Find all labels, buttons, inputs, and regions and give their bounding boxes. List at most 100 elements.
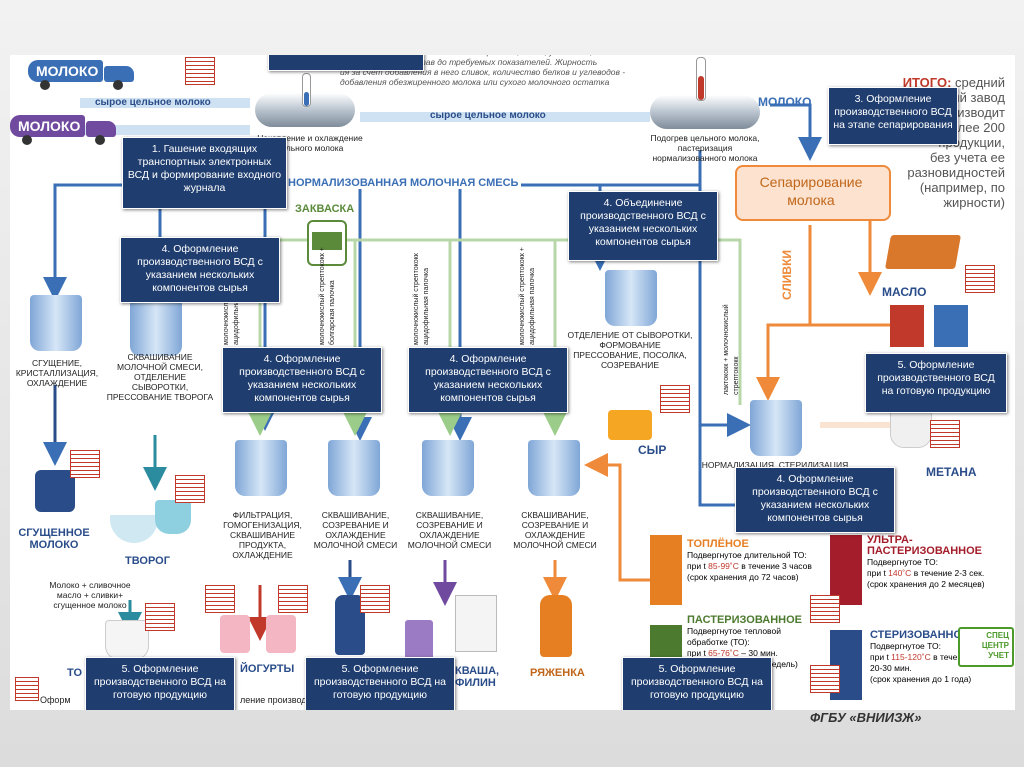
document-icon [145, 603, 175, 631]
stage-yogurt: ФИЛЬТРАЦИЯ, ГОМОГЕНИЗАЦИЯ, СКВАШИВАНИЕ П… [223, 510, 302, 560]
milk-truck-2: МОЛОКО [10, 115, 120, 145]
tank-ryazhenka [528, 440, 580, 496]
stage-ryazhenka: СКВАШИВАНИЕ, СОЗРЕВАНИЕ И ОХЛАЖДЕНИЕ МОЛ… [513, 510, 597, 550]
type-steril-title: СТЕРИЗОВАННОЕ [870, 629, 970, 641]
summary-text-2: без учета ее разновидностей (например, п… [907, 150, 1005, 210]
spec-center-logo-text: СПЕЦ ЦЕНТР УЧЕТ [981, 631, 1009, 660]
type-toplenoe-title: ТОПЛЁНОЕ [687, 538, 749, 550]
prostokv-pack-icon-2 [455, 595, 497, 652]
product-to: ТО [67, 667, 83, 679]
document-icon [930, 420, 960, 448]
type-toplenoe-l2a: при t [687, 561, 709, 571]
type-toplenoe-l2c: в течение 3 часов [738, 561, 812, 571]
type-paster-temp: 65-76˚С [708, 648, 739, 658]
type-paster-l2a: при t [687, 648, 709, 658]
normalized-mix-label: НОРМАЛИЗОВАННАЯ МОЛОЧНАЯ СМЕСЬ [285, 177, 522, 189]
raw-milk-label-2: сырое цельное молоко [430, 110, 546, 121]
carton-ultra-icon [830, 535, 862, 605]
product-sgushennoe: СГУЩЕННОЕ МОЛОКО [18, 527, 90, 551]
stage-prostokv: СКВАШИВАНИЕ, СОЗРЕВАНИЕ И ОХЛАЖДЕНИЕ МОЛ… [407, 510, 492, 550]
recipe-text: Молоко + сливочное масло + сливки+ сгуще… [49, 580, 131, 610]
culture-label-3: молочнокислый стрептококк ацидофильная п… [413, 253, 430, 345]
type-steril-l3: (срок хранения до 1 года) [870, 674, 972, 684]
raw-milk-label-1: сырое цельное молоко [95, 97, 211, 108]
product-prostokvasha: КВАША, ФИЛИН [455, 665, 500, 689]
organization-label: ФГБУ «ВНИИЗЖ» [810, 710, 922, 725]
type-paster: ПАСТЕРИЗОВАННОЕ Подвергнутое тепловой об… [687, 615, 827, 670]
legend-text: Оформ [40, 695, 71, 705]
document-icon [70, 450, 100, 478]
spec-center-logo: СПЕЦ ЦЕНТР УЧЕТ [958, 627, 1014, 667]
milk-cartons-icon [890, 305, 968, 347]
separation-label: Сепарирование молока [759, 174, 863, 208]
tank-prostokv [422, 440, 474, 496]
document-icon [185, 57, 215, 85]
type-toplenoe-l3: (срок хранения до 72 часов) [687, 572, 799, 582]
stage-syr: ОТДЕЛЕНИЕ ОТ СЫВОРОТКИ, ФОРМОВАНИЕ ПРЕСС… [567, 330, 693, 370]
type-toplenoe-temp: 85-99˚С [708, 561, 739, 571]
cream-label: СЛИВКИ [780, 249, 794, 300]
product-ryazhenka: РЯЖЕНКА [530, 667, 585, 679]
type-toplenoe-l2: при t 85-99˚С в течение 3 часов [687, 561, 827, 572]
truck-1-label: МОЛОКО [36, 63, 99, 79]
type-paster-l3: недель) [767, 659, 798, 669]
tank-condensed [30, 295, 82, 351]
heat-tank [650, 95, 760, 129]
callout-2-journal-merge: 2. Объединение записей журнала на этапе … [268, 55, 424, 71]
prostokv-pack-icon [405, 620, 433, 660]
callout-5-products-left: 5. Оформление производственного ВСД на г… [85, 657, 235, 710]
legend-text-1: Оформ [40, 695, 71, 705]
tvorog-cup-icon [155, 500, 191, 534]
type-toplenoe-l1: Подвергнутое длительной ТО: [687, 550, 807, 560]
dessert-cup-icon [105, 620, 149, 660]
culture-label-6: лактококк + молочнокислый стрептококк [723, 304, 740, 395]
thermometer-icon [696, 57, 706, 101]
stage-kefir: СКВАШИВАНИЕ, СОЗРЕВАНИЕ И ОХЛАЖДЕНИЕ МОЛ… [313, 510, 398, 550]
cheese-icon [608, 410, 652, 440]
tank-smetana [750, 400, 802, 456]
culture-label-2: молочнокислый стрептококк + болгарская п… [319, 247, 336, 345]
callout-1-incoming-vsd: 1. Гашение входящих транспортных электро… [122, 137, 287, 209]
type-steril-l1: Подвергнутое ТО: [870, 641, 941, 651]
product-smetana: МЕТАНА [926, 465, 977, 479]
diagram-panel: МОЛОКО МОЛОКО сырое цельное молоко сырое… [10, 55, 1015, 710]
document-icon [15, 677, 39, 701]
callout-4-syr-merge: 4. Объединение производственного ВСД с у… [568, 191, 718, 261]
callout-3-separation-vsd: 3. Оформление производственного ВСД на э… [828, 87, 958, 145]
document-icon [810, 665, 840, 693]
tank-yogurt [235, 440, 287, 496]
stage-tvorog: СКВАШИВАНИЕ МОЛОЧНОЙ СМЕСИ, ОТДЕЛЕНИЕ СЫ… [106, 352, 214, 402]
condensed-can-icon [35, 470, 75, 512]
type-paster-l1: Подвергнутое тепловой обработке (ТО): [687, 626, 781, 647]
sour-cream-cup-icon [890, 410, 932, 448]
document-icon [278, 585, 308, 613]
document-icon [810, 595, 840, 623]
type-steril: СТЕРИЗОВАННОЕ Подвергнутое ТО: при t 115… [870, 630, 1010, 685]
heat-stage-label: Подогрев цельного молока, пастеризация н… [650, 133, 760, 163]
type-paster-l2: при t 65-76˚С – 30 мин. [687, 648, 827, 659]
type-paster-l2c: – 30 мин. [738, 648, 778, 658]
type-steril-temp: 115-120˚С [891, 652, 931, 662]
summary-label: ИТОГО: [902, 75, 952, 90]
document-icon [205, 585, 235, 613]
butter-icon [885, 235, 961, 269]
type-ultra-l2c: в течение 2-3 сек. [911, 568, 985, 578]
starter-jar-icon [307, 220, 347, 266]
carton-toplenoe-icon [650, 535, 682, 605]
callout-5-products-bottom: 5. Оформление производственного ВСД на г… [622, 657, 772, 710]
callout-4-prostokv: 4. Оформление производственного ВСД с ук… [408, 347, 568, 413]
type-steril-l2a: при t [870, 652, 892, 662]
type-toplenoe: ТОПЛЁНОЕ Подвергнутое длительной ТО: при… [687, 539, 827, 583]
type-ultra-title: УЛЬТРА- ПАСТЕРИЗОВАННОЕ [867, 534, 982, 557]
document-icon [965, 265, 995, 293]
callout-5-products-center: 5. Оформление производственного ВСД на г… [305, 657, 455, 710]
tank-tvorog [130, 300, 182, 356]
starter-label: ЗАКВАСКА [295, 203, 355, 215]
type-ultra-l2: при t 140˚С в течение 2-3 сек. [867, 568, 1012, 579]
type-steril-l2: при t 115-120˚С в течение 20-30 мин. [870, 652, 1010, 674]
type-ultra-temp: 140˚С [888, 568, 912, 578]
culture-label-5: молочнокислый стрептококк + ацидофильная… [519, 247, 536, 345]
stage-condensed: СГУЩЕНИЕ, КРИСТАЛЛИЗАЦИЯ, ОХЛАЖДЕНИЕ [15, 358, 99, 388]
document-icon [660, 385, 690, 413]
callout-4-yogurt: 4. Оформление производственного ВСД с ук… [222, 347, 382, 413]
